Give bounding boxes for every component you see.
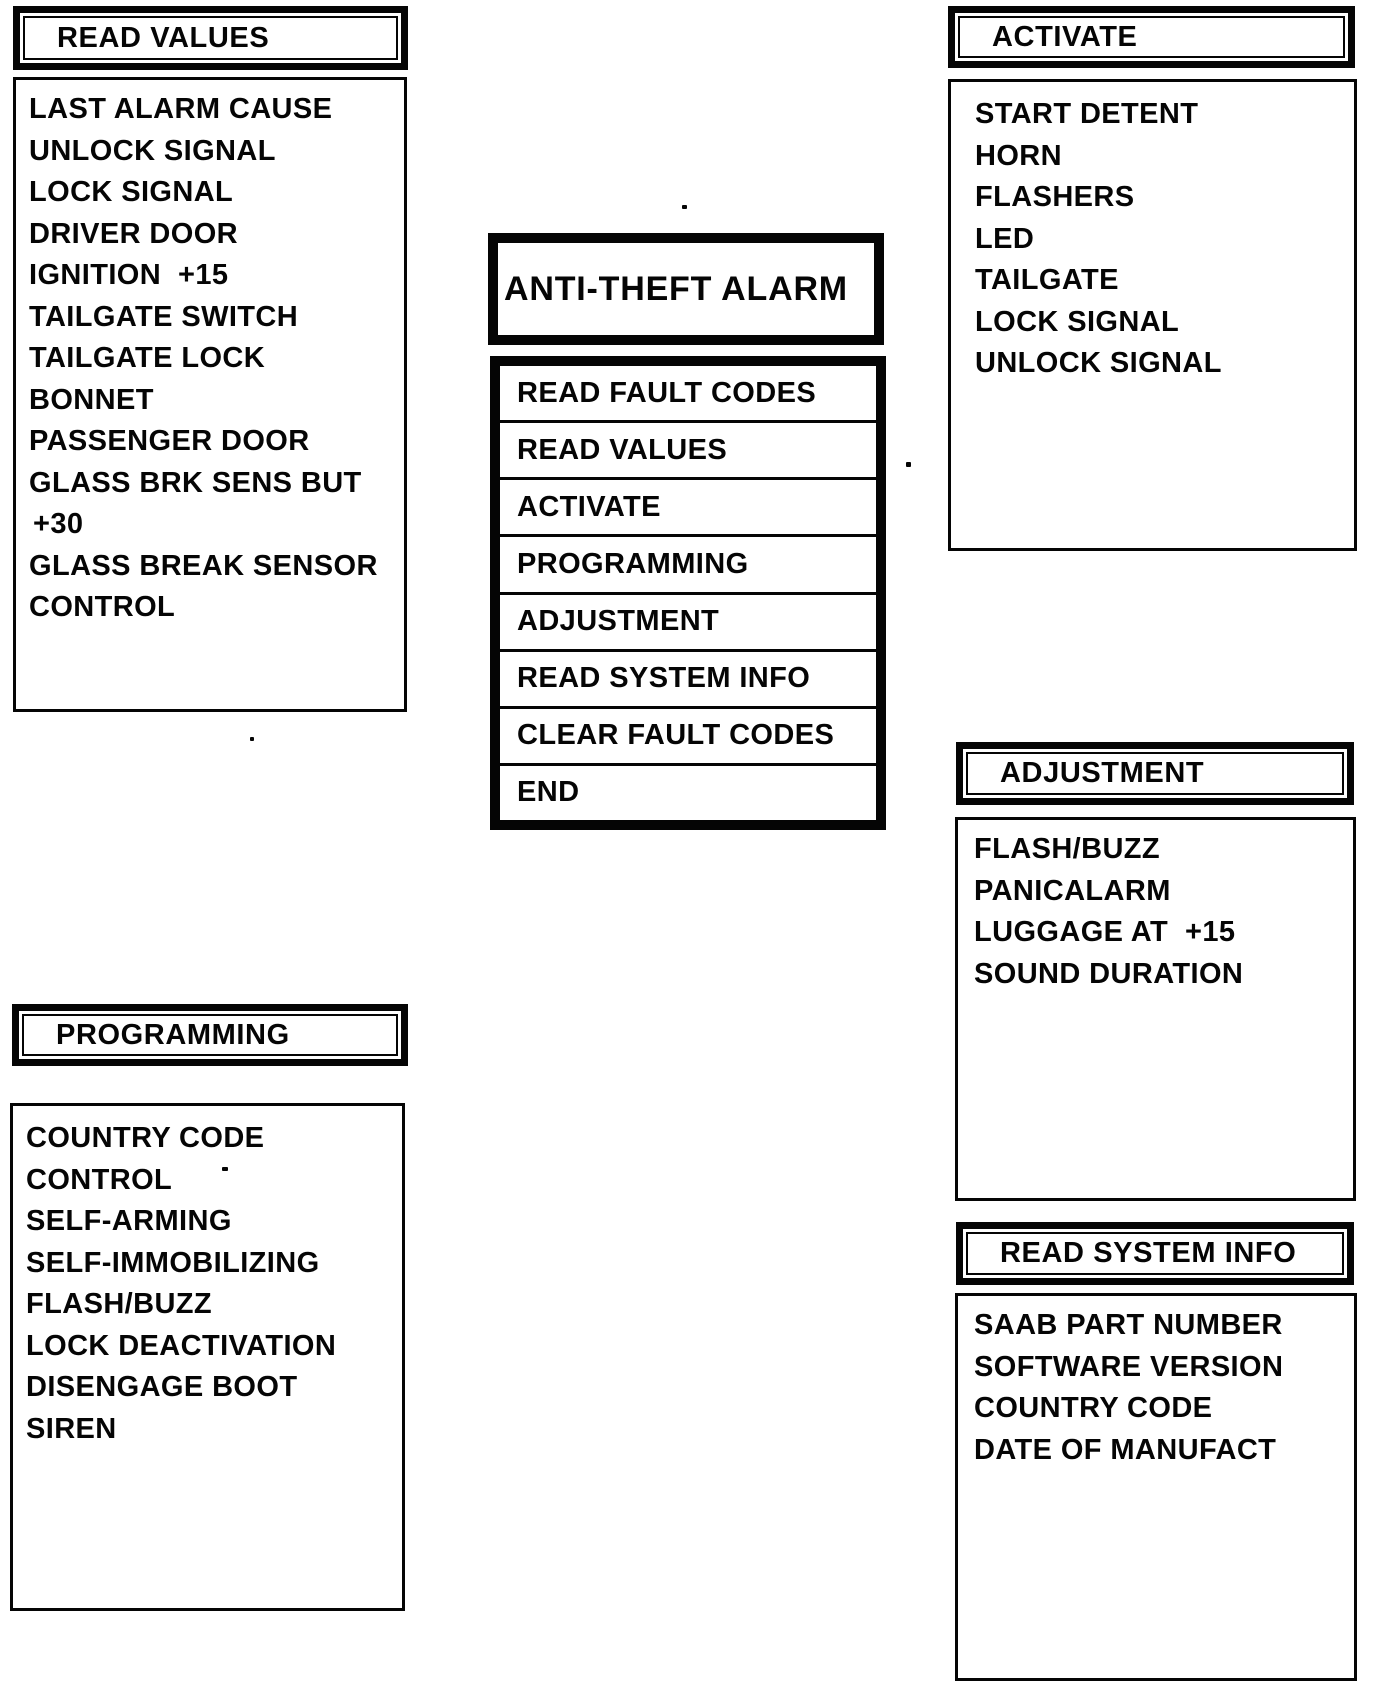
list-item: LOCK SIGNAL xyxy=(29,176,234,208)
list-item: COUNTRY CODE xyxy=(26,1122,265,1154)
read-values-header-label: READ VALUES xyxy=(23,16,398,60)
main-menu-box: READ FAULT CODES READ VALUES ACTIVATE PR… xyxy=(490,356,886,830)
list-item: UNLOCK SIGNAL xyxy=(975,347,1222,379)
list-item: FLASH/BUZZ xyxy=(974,833,1161,865)
list-item: SOUND DURATION xyxy=(974,957,1244,990)
scan-speck xyxy=(682,205,687,209)
menu-item-read-system-info: READ SYSTEM INFO xyxy=(500,652,876,709)
programming-header-box: PROGRAMMING xyxy=(12,1004,408,1066)
list-item: BONNET xyxy=(29,383,154,416)
list-item: SELF-IMMOBILIZING xyxy=(26,1246,320,1279)
list-item: TAILGATE LOCK xyxy=(29,342,266,374)
list-item: UNLOCK SIGNAL xyxy=(29,134,276,167)
list-item: PANICALARM xyxy=(974,874,1171,907)
menu-item-read-fault-codes: READ FAULT CODES xyxy=(500,366,876,424)
activate-header-label: ACTIVATE xyxy=(958,16,1345,58)
list-item: DRIVER DOOR xyxy=(29,217,239,250)
list-item: FLASHERS xyxy=(975,181,1135,213)
menu-item-adjustment: ADJUSTMENT xyxy=(500,595,876,652)
scan-speck xyxy=(222,1167,228,1171)
list-item: SIREN xyxy=(26,1412,117,1445)
list-item: SOFTWARE VERSION xyxy=(974,1350,1284,1383)
programming-list-box: COUNTRY CODE CONTROL SELF-ARMING SELF-IM… xyxy=(10,1103,405,1611)
menu-item-read-values: READ VALUES xyxy=(500,423,876,481)
anti-theft-alarm-title: ANTI-THEFT ALARM xyxy=(504,269,848,308)
menu-item-end: END xyxy=(517,776,580,809)
list-item: PASSENGER DOOR xyxy=(29,425,310,457)
list-item: CONTROL xyxy=(29,591,176,623)
list-item: TAILGATE SWITCH xyxy=(29,300,299,333)
list-item: START DETENT xyxy=(975,98,1199,130)
list-item: +30 xyxy=(33,508,84,540)
list-item: COUNTRY CODE xyxy=(974,1392,1213,1424)
menu-item-programming: PROGRAMMING xyxy=(500,537,876,595)
list-item: LAST ALARM CAUSE xyxy=(29,93,333,125)
list-item: GLASS BRK SENS BUT xyxy=(29,466,362,499)
list-item: LED xyxy=(975,222,1035,255)
list-item: DISENGAGE BOOT xyxy=(26,1371,298,1403)
list-item: LOCK SIGNAL xyxy=(975,305,1180,338)
read-system-info-header-box: READ SYSTEM INFO xyxy=(956,1222,1354,1285)
list-item: LOCK DEACTIVATION xyxy=(26,1329,337,1362)
list-item: TAILGATE xyxy=(975,264,1119,296)
scan-speck xyxy=(906,462,911,467)
scan-speck xyxy=(250,737,254,741)
adjustment-header-label: ADJUSTMENT xyxy=(966,752,1344,795)
list-item: DATE OF MANUFACT xyxy=(974,1433,1277,1466)
activate-list-box: START DETENT HORN FLASHERS LED TAILGATE … xyxy=(948,79,1357,551)
read-values-header-box: READ VALUES xyxy=(13,6,408,70)
list-item: GLASS BREAK SENSOR xyxy=(29,549,378,582)
menu-item-activate: ACTIVATE xyxy=(500,480,876,538)
list-item: HORN xyxy=(975,139,1062,172)
menu-item-clear-fault-codes: CLEAR FAULT CODES xyxy=(500,709,876,766)
programming-header-label: PROGRAMMING xyxy=(22,1014,398,1056)
adjustment-header-box: ADJUSTMENT xyxy=(956,742,1354,805)
read-system-info-list-box: SAAB PART NUMBER SOFTWARE VERSION COUNTR… xyxy=(955,1293,1357,1681)
list-item: SELF-ARMING xyxy=(26,1205,232,1237)
anti-theft-alarm-title-box: ANTI-THEFT ALARM xyxy=(488,233,884,345)
list-item: FLASH/BUZZ xyxy=(26,1288,213,1320)
list-item: LUGGAGE AT +15 xyxy=(974,916,1236,948)
list-item: IGNITION +15 xyxy=(29,259,229,291)
adjustment-list-box: FLASH/BUZZ PANICALARM LUGGAGE AT +15 SOU… xyxy=(955,817,1356,1201)
activate-header-box: ACTIVATE xyxy=(948,6,1355,68)
read-system-info-header-label: READ SYSTEM INFO xyxy=(966,1232,1344,1275)
read-values-list-box: LAST ALARM CAUSE UNLOCK SIGNAL LOCK SIGN… xyxy=(13,77,407,712)
list-item: SAAB PART NUMBER xyxy=(974,1309,1283,1341)
list-item: CONTROL xyxy=(26,1163,173,1196)
